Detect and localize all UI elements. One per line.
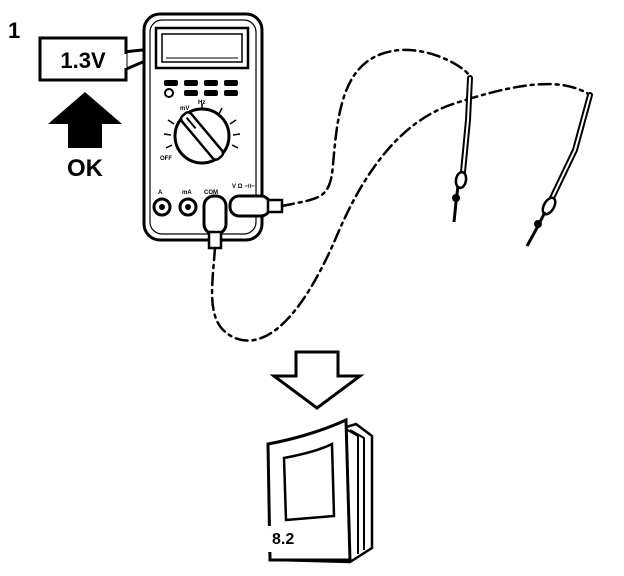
dial-label-hz: Hz <box>198 100 205 106</box>
dial-label-off: OFF <box>160 156 172 162</box>
probe-red <box>452 75 473 223</box>
input-jacks <box>152 197 198 217</box>
meter-display <box>161 33 243 63</box>
v-plug <box>228 194 284 218</box>
lead-com <box>210 82 592 342</box>
multimeter: mV Hz OFF A mA COM V Ω ⊣⊢ <box>142 12 284 250</box>
step-number: 1 <box>8 18 20 43</box>
callout-box <box>38 36 128 82</box>
jack-label-a: A <box>158 190 163 196</box>
lead-v <box>280 48 472 208</box>
function-buttons <box>164 80 238 98</box>
manual-reference: 8.2 <box>272 531 294 548</box>
ok-indicator: OK <box>48 92 122 182</box>
manual-booklet-icon <box>266 417 374 564</box>
reading-value: 1.3V <box>60 48 106 73</box>
jack-label-com: COM <box>204 190 218 196</box>
jack-label-ma: mA <box>182 190 192 196</box>
down-arrow-icon <box>269 350 365 410</box>
dial-label-mv: mV <box>180 106 189 112</box>
ok-label: OK <box>67 155 104 182</box>
rotary-dial <box>173 107 231 165</box>
test-leads <box>210 48 592 342</box>
probe-black <box>525 92 593 247</box>
com-plug <box>202 194 228 250</box>
jack-label-v-ohm: V Ω ⊣⊢ <box>232 183 255 190</box>
up-arrow-icon <box>48 92 122 148</box>
reading-callout: 1.3V <box>38 36 181 82</box>
